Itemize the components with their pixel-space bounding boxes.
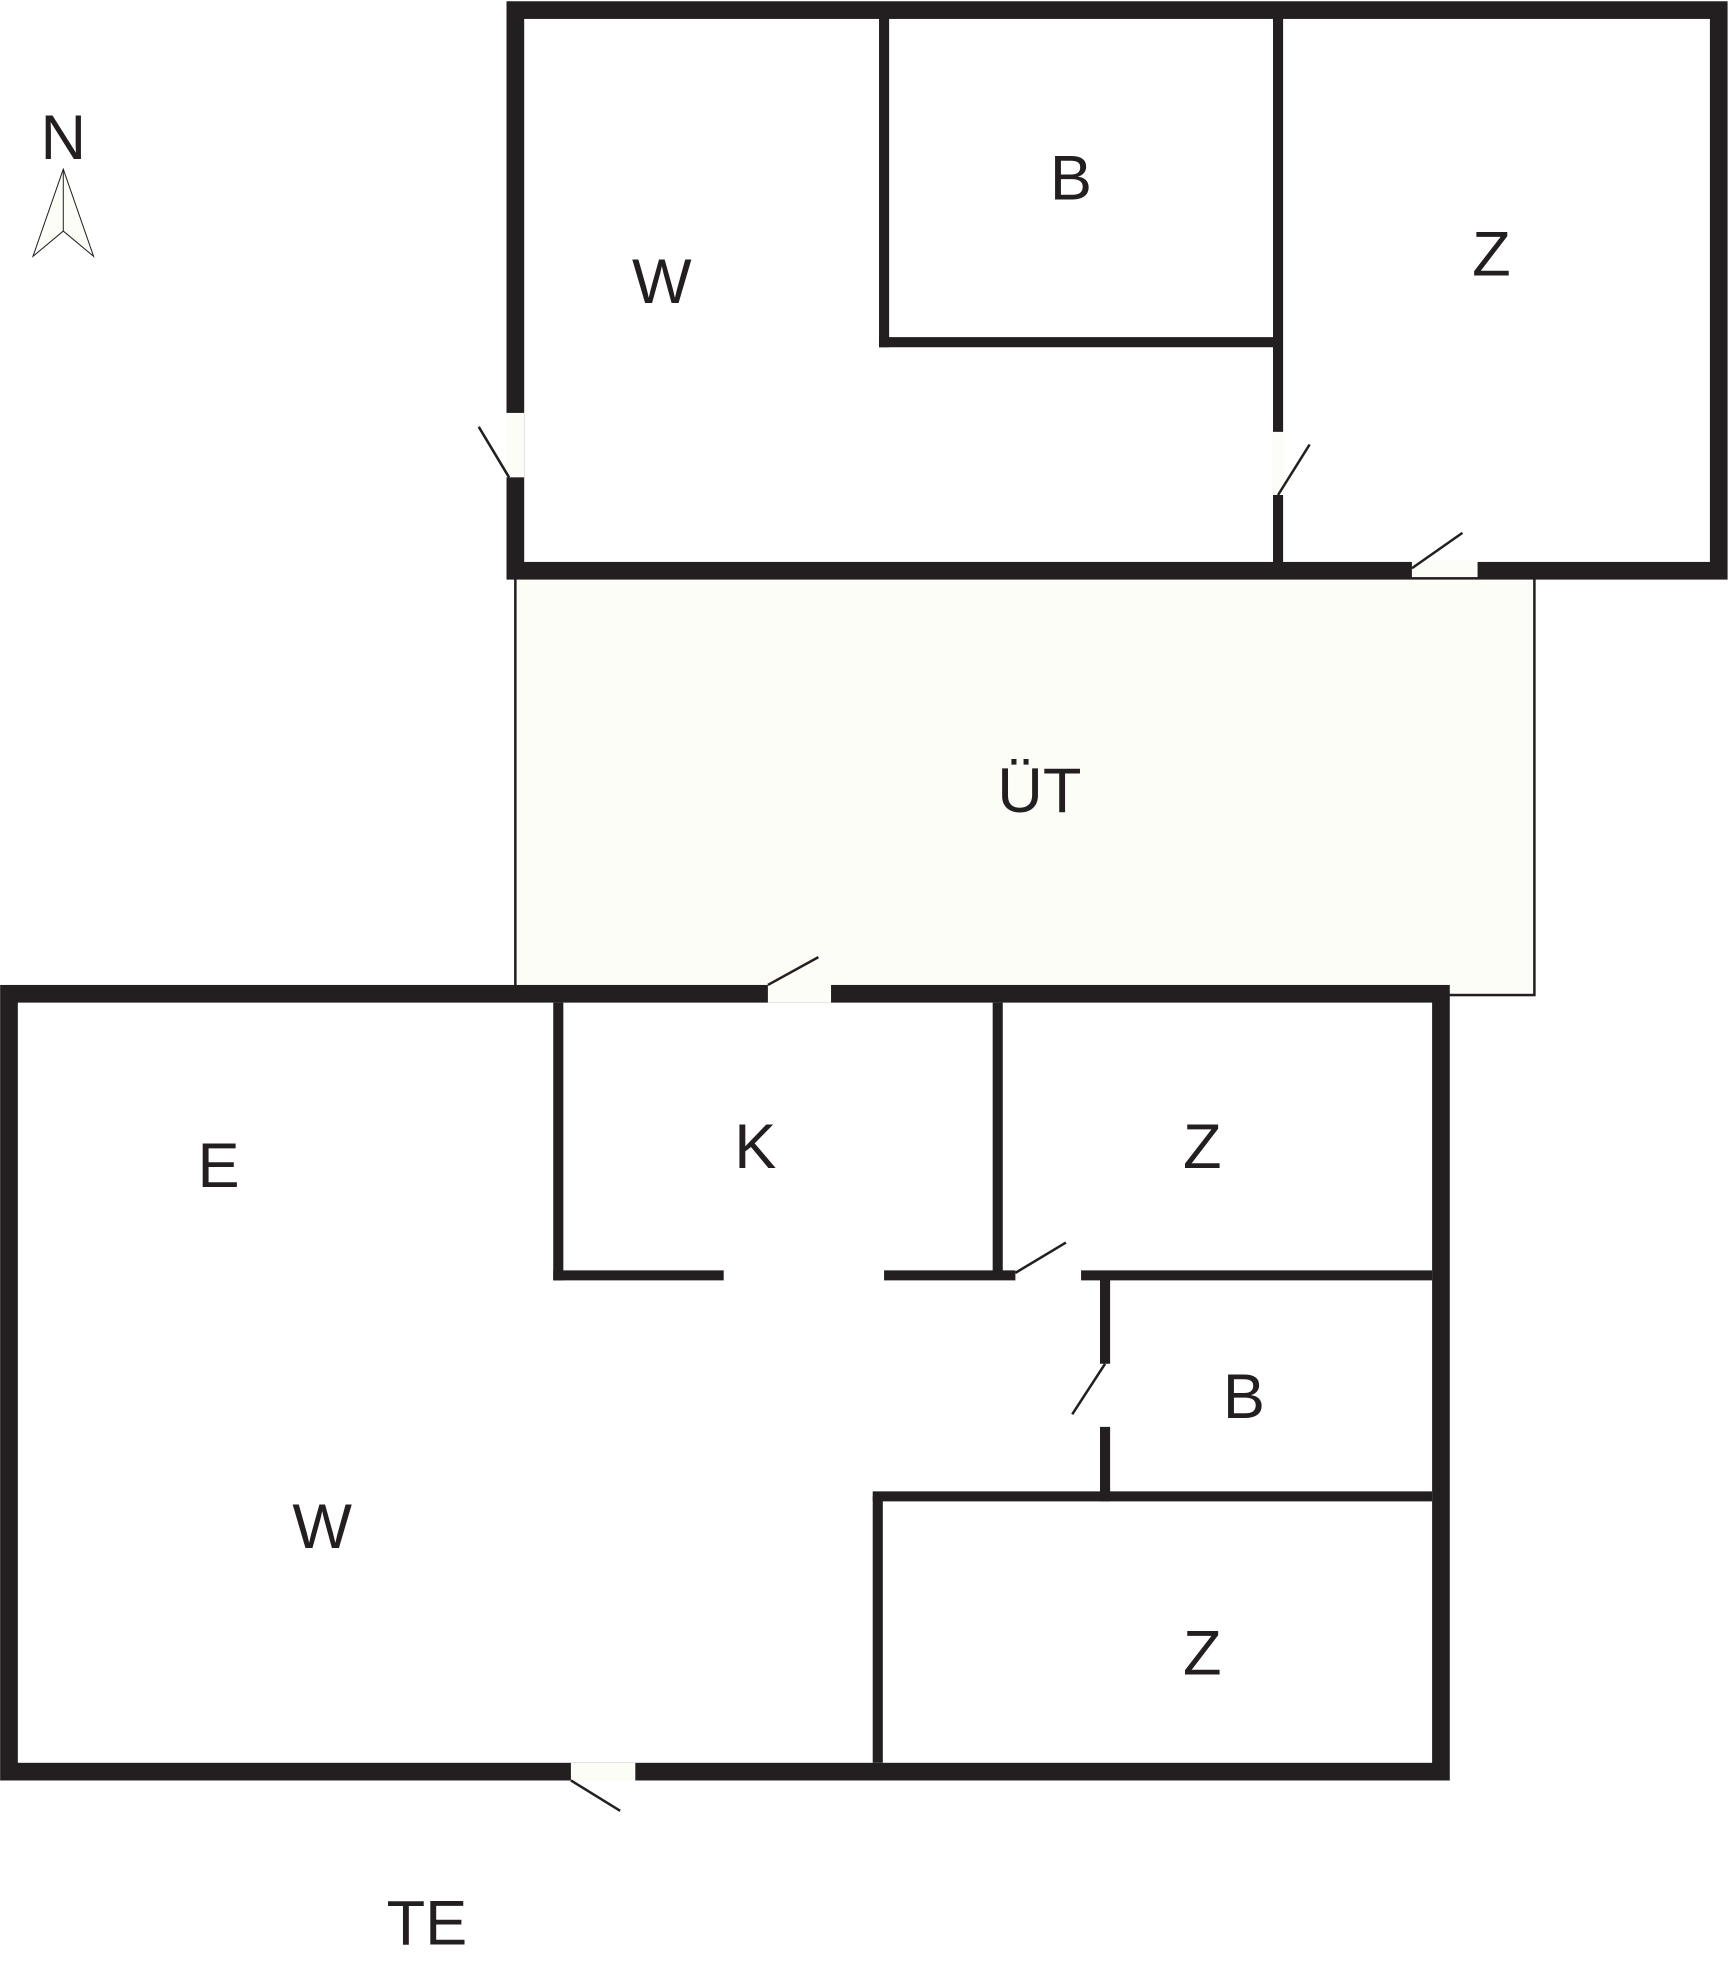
room-label-upper-z: Z [1472, 219, 1511, 289]
ut-area [514, 577, 1536, 997]
upper-block [477, 1, 1728, 580]
room-label-lower-w: W [292, 1492, 352, 1562]
north-arrow-icon [31, 167, 95, 258]
room-label-lower-z1: Z [1183, 1112, 1222, 1182]
room-label-lower-z2: Z [1183, 1618, 1222, 1688]
room-label-k: K [734, 1112, 776, 1182]
room-label-lower-b: B [1223, 1362, 1265, 1432]
lower-block [0, 956, 1450, 1812]
room-label-te: TE [387, 1889, 468, 1959]
room-label-ut: ÜT [997, 756, 1081, 826]
compass-label: N [40, 103, 86, 173]
room-label-upper-b: B [1050, 144, 1092, 214]
room-label-upper-w: W [632, 247, 692, 317]
room-label-e: E [198, 1131, 240, 1201]
